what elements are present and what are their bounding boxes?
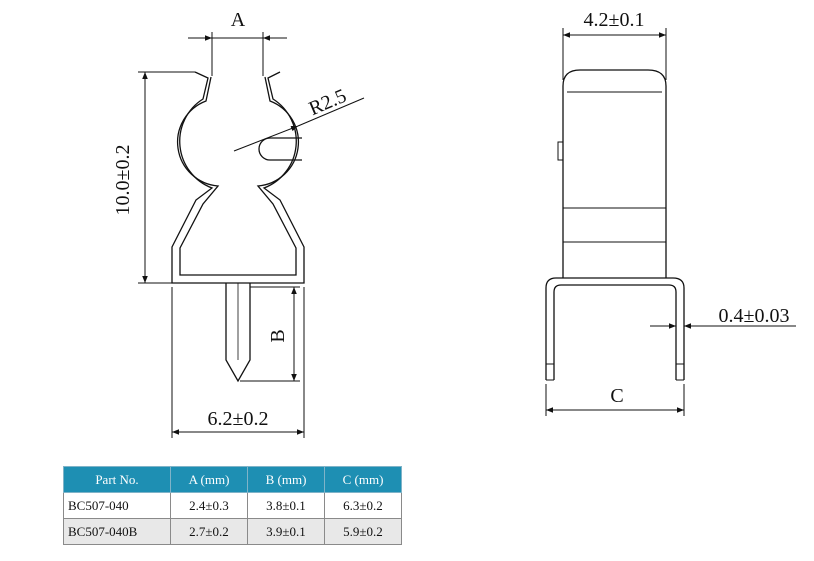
dim-width [171, 287, 305, 438]
cell-c: 5.9±0.2 [324, 518, 402, 545]
dim-b-label: B [267, 329, 289, 342]
clip-outer-outline [171, 71, 305, 284]
clip-inner-outline [176, 76, 300, 276]
side-notch [557, 141, 564, 161]
dim-c-label: C [610, 385, 623, 407]
dim-a [188, 32, 287, 76]
dim-height [138, 71, 195, 284]
side-width-label: 4.2±0.1 [584, 9, 645, 31]
cell-part-no: BC507-040 [63, 492, 171, 519]
dim-side-width [562, 28, 667, 80]
table-header-row: Part No. A (mm) B (mm) C (mm) [63, 466, 402, 493]
side-legs-inner [553, 284, 677, 380]
height-label: 10.0±0.2 [112, 145, 134, 216]
table-row: BC507-040 2.4±0.3 3.8±0.1 6.3±0.2 [63, 492, 402, 519]
pin [225, 283, 251, 383]
width-label: 6.2±0.2 [208, 408, 269, 430]
radius-leader [233, 97, 365, 152]
dim-c [545, 384, 685, 416]
dim-b [240, 286, 300, 382]
cell-c: 6.3±0.2 [324, 492, 402, 519]
table-row: BC507-040B 2.7±0.2 3.9±0.1 5.9±0.2 [63, 518, 402, 545]
side-body-outline [562, 69, 667, 278]
cell-a: 2.7±0.2 [170, 518, 248, 545]
dim-a-label: A [231, 9, 246, 31]
cell-a: 2.4±0.3 [170, 492, 248, 519]
cell-b: 3.8±0.1 [247, 492, 325, 519]
header-c-mm: C (mm) [324, 466, 402, 493]
header-b-mm: B (mm) [247, 466, 325, 493]
header-part-no: Part No. [63, 466, 171, 493]
spec-table: Part No. A (mm) B (mm) C (mm) BC507-040 … [63, 466, 402, 545]
header-a-mm: A (mm) [170, 466, 248, 493]
thickness-label: 0.4±0.03 [719, 305, 790, 327]
cell-part-no: BC507-040B [63, 518, 171, 545]
radius-label: R2.5 [306, 85, 350, 120]
side-view [545, 69, 685, 381]
cell-b: 3.9±0.1 [247, 518, 325, 545]
side-legs-outer [545, 277, 685, 380]
